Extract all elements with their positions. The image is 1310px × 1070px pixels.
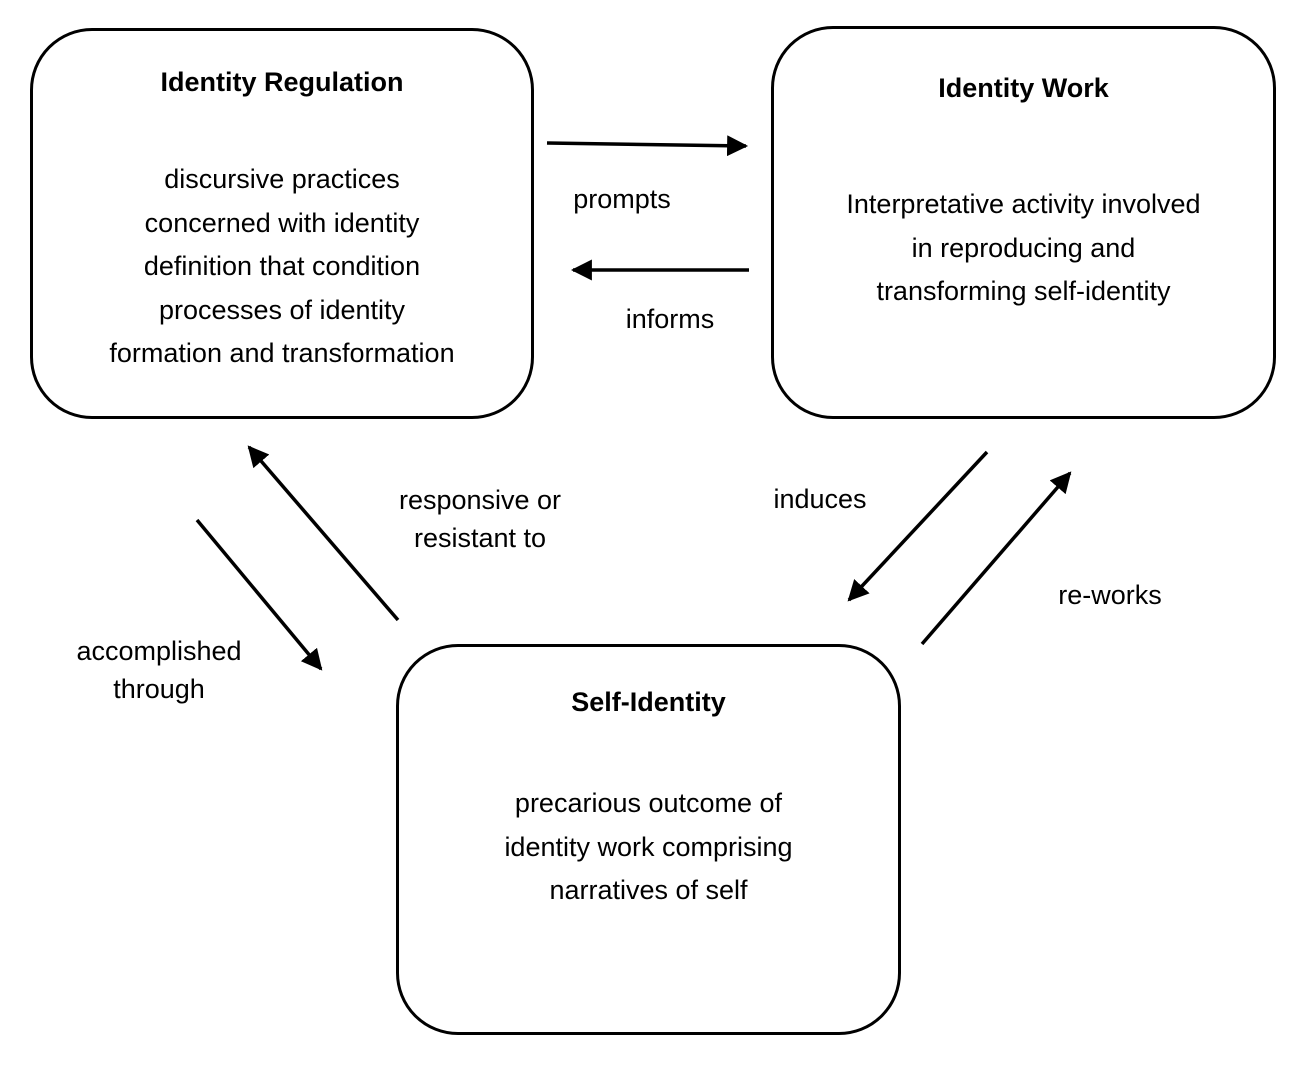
identity-regulation-description: discursive practices concerned with iden… — [109, 164, 455, 368]
identity-regulation-box: Identity Regulation discursive practices… — [30, 28, 534, 419]
identity-work-description: Interpretative activity involved in repr… — [846, 189, 1201, 306]
arrow-accomplished-through — [195, 518, 323, 671]
identity-work-box: Identity Work Interpretative activity in… — [771, 26, 1276, 419]
self-identity-box: Self-Identity precarious outcome of iden… — [396, 644, 901, 1035]
edge-label-accomplished-through: accomplished through — [76, 636, 242, 704]
arrow-induces — [847, 450, 989, 602]
self-identity-description: precarious outcome of identity work comp… — [504, 788, 793, 905]
edge-label-induces: induces — [773, 484, 867, 514]
identity-work-title: Identity Work — [938, 73, 1109, 103]
edge-label-re-works: re-works — [1058, 580, 1162, 610]
edge-label-prompts: prompts — [573, 184, 671, 214]
self-identity-title: Self-Identity — [571, 687, 726, 717]
edge-label-informs: informs — [625, 304, 715, 334]
edge-label-responsive-or-resistant-to: responsive or resistant to — [398, 485, 562, 553]
identity-regulation-title: Identity Regulation — [160, 67, 404, 97]
arrow-responsive-or-resistant-to — [247, 445, 400, 622]
arrow-re-works — [920, 471, 1072, 646]
arrow-prompts — [546, 135, 749, 157]
